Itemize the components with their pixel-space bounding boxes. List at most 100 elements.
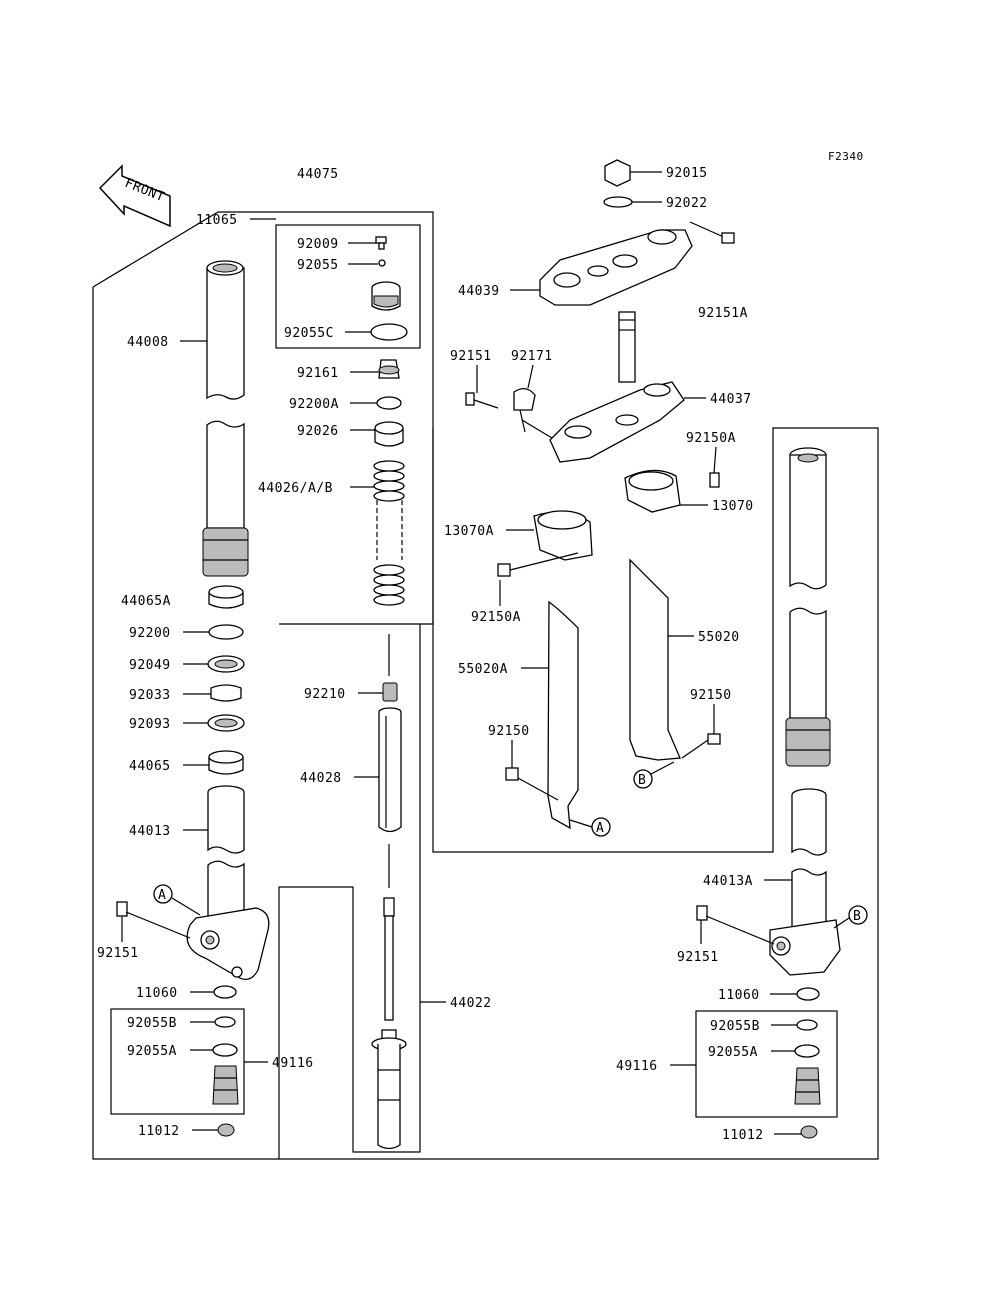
label-11060-right: 11060 (718, 988, 760, 1003)
clamp-92171 (513, 388, 553, 439)
marker-b-guard (633, 769, 653, 789)
bolt-92009 (375, 236, 387, 250)
o-ring-92055b-right (796, 1019, 818, 1031)
fork-guard-55020a (547, 600, 579, 830)
dust-seal-92093 (207, 714, 245, 732)
label-92151-left: 92151 (97, 946, 139, 961)
label-92055b-left: 92055B (127, 1016, 177, 1031)
label-44026: 44026/A/B (258, 481, 333, 496)
marker-a-left-label: A (158, 888, 166, 903)
label-92200: 92200 (129, 626, 171, 641)
label-92055a-left: 92055A (127, 1044, 177, 1059)
label-13070a: 13070A (444, 524, 494, 539)
bolt-92150-right (681, 733, 721, 759)
oil-seal-92049 (207, 655, 245, 673)
base-valve-49116-left (212, 1065, 239, 1105)
o-ring-92055 (378, 259, 386, 267)
damper-rod-44022 (371, 844, 407, 1150)
label-92171: 92171 (511, 349, 553, 364)
spring-44026 (373, 460, 405, 606)
nut-11012-left (217, 1123, 235, 1137)
figure-code: F2340 (828, 150, 864, 163)
label-11065: 11065 (196, 213, 238, 228)
bolt-92150-left (505, 767, 559, 801)
marker-b-guard-label: B (638, 773, 646, 788)
bushing-44065a (208, 585, 244, 609)
bolt-92151a (689, 221, 735, 244)
front-arrow-icon: FRONT (98, 164, 171, 228)
label-92055b-right: 92055B (710, 1019, 760, 1034)
assembly-outline-44075 (92, 211, 434, 1160)
label-92015: 92015 (666, 166, 708, 181)
fork-guard-55020 (629, 558, 681, 761)
cap-group-box-right (695, 1010, 838, 1118)
o-ring-11060-right (796, 987, 820, 1001)
label-44022: 44022 (450, 996, 492, 1011)
label-13070: 13070 (712, 499, 754, 514)
marker-a-left (153, 884, 173, 904)
part-92026 (374, 421, 404, 447)
base-valve-49116-right (794, 1067, 821, 1105)
label-55020: 55020 (698, 630, 740, 645)
right-fork-outline (279, 427, 879, 1160)
o-ring-92055c (370, 323, 408, 341)
label-92093: 92093 (129, 717, 171, 732)
bolt-92151-right (696, 905, 775, 945)
clip-92033 (210, 684, 242, 702)
label-44028: 44028 (300, 771, 342, 786)
marker-a-guard-label: A (596, 821, 604, 836)
label-92022: 92022 (666, 196, 708, 211)
outer-tube-44008 (202, 260, 249, 577)
label-44065a: 44065A (121, 594, 171, 609)
label-44037: 44037 (710, 392, 752, 407)
o-ring-92055b-left (214, 1016, 236, 1028)
label-92026: 92026 (297, 424, 339, 439)
label-44065: 44065 (129, 759, 171, 774)
label-44075: 44075 (297, 167, 339, 182)
label-55020a: 55020A (458, 662, 508, 677)
label-44008: 44008 (127, 335, 169, 350)
bolt-92150a-top (709, 472, 720, 488)
cylinder-44028 (378, 707, 402, 833)
label-44013a: 44013A (703, 874, 753, 889)
label-92009: 92009 (297, 237, 339, 252)
bolt-92151-top (465, 392, 499, 409)
label-92150-right: 92150 (690, 688, 732, 703)
valve-group-box (275, 224, 421, 349)
valve-body (371, 281, 401, 311)
label-49116-right: 49116 (616, 1059, 658, 1074)
label-92055: 92055 (297, 258, 339, 273)
lower-clamp-44037 (549, 311, 685, 463)
label-92210: 92210 (304, 687, 346, 702)
label-92151-top: 92151 (450, 349, 492, 364)
label-92150a-top: 92150A (686, 431, 736, 446)
label-92151a: 92151A (698, 306, 748, 321)
label-92150a-mid: 92150A (471, 610, 521, 625)
nut-92015 (604, 159, 631, 187)
label-92055a-right: 92055A (708, 1045, 758, 1060)
label-92150-left: 92150 (488, 724, 530, 739)
label-92049: 92049 (129, 658, 171, 673)
bolt-92150a-mid (497, 552, 579, 577)
label-92161: 92161 (297, 366, 339, 381)
part-92210 (382, 682, 398, 702)
part-labels: 44075 11065 92009 92055 92055C 44008 921… (97, 166, 764, 1143)
bolt-92151-left (116, 901, 191, 939)
o-ring-92055a-right (794, 1044, 820, 1058)
label-49116-left: 49116 (272, 1056, 314, 1071)
leader-lines (121, 171, 801, 1135)
holder-13070 (624, 469, 681, 513)
label-92200a: 92200A (289, 397, 339, 412)
label-44039: 44039 (458, 284, 500, 299)
label-11012-left: 11012 (138, 1124, 180, 1139)
upper-clamp-44039 (539, 229, 693, 306)
label-11012-right: 11012 (722, 1128, 764, 1143)
nut-11012-right (800, 1125, 818, 1139)
inner-tube-44013 (186, 785, 270, 981)
inner-tube-44013a (769, 788, 841, 976)
label-92055c: 92055C (284, 326, 334, 341)
label-92151-right: 92151 (677, 950, 719, 965)
o-ring-92055a-left (212, 1043, 238, 1057)
label-92033: 92033 (129, 688, 171, 703)
